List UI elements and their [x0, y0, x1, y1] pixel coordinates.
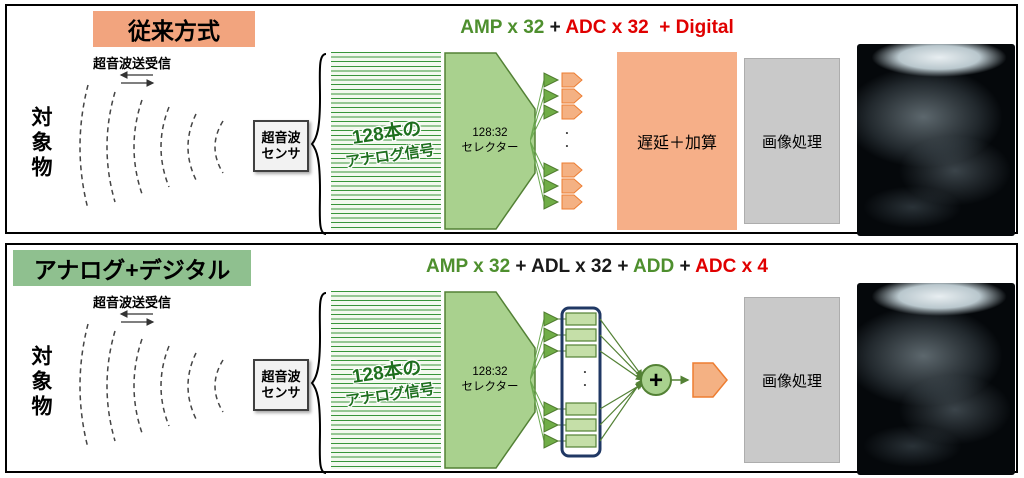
amp-array: [543, 72, 560, 210]
wave-label: 超音波送受信: [93, 56, 172, 71]
formula-segment: AMP x 32: [426, 256, 511, 277]
selector-label: 128:32 セレクター: [447, 365, 533, 395]
sensor-box: 超音波 センサ: [253, 120, 309, 172]
panel-conventional: 従来方式 AMP x 32 + ADC x 32 + Digital 対象物 超…: [5, 4, 1018, 236]
ultrasound-image: [857, 44, 1015, 236]
separator-dots: ・・: [578, 367, 589, 393]
analog-signals-box: [331, 291, 441, 469]
sensor-label-line2: センサ: [261, 146, 301, 161]
formula-segment: AMP x 32: [460, 17, 545, 38]
selector-fan-lines: [530, 318, 545, 442]
ultrasound-fan: [857, 44, 1015, 236]
selector-shape: [444, 52, 536, 230]
wave-arcs: [79, 84, 224, 210]
brace-icon: [310, 292, 327, 474]
formula-segment: ADD: [633, 256, 675, 277]
brace-icon: [310, 53, 327, 235]
selector-shape: [444, 291, 536, 469]
adl-array: [565, 312, 597, 448]
wave-label: 超音波送受信: [93, 295, 172, 310]
sensor-label-line2: センサ: [261, 385, 301, 400]
formula-segment: +: [510, 256, 532, 277]
adl-to-adder-lines: [599, 318, 644, 442]
amp-array: [543, 311, 560, 449]
panel-title-badge: 従来方式: [93, 11, 255, 47]
panel-title-badge: アナログ+デジタル: [13, 250, 251, 286]
adc-array: [561, 72, 583, 210]
formula-segment: + Digital: [648, 17, 734, 38]
target-object-label: 対象物: [29, 106, 52, 181]
adl-group-frame: [560, 306, 602, 458]
formula-segment: +: [674, 256, 696, 277]
delay-add-box: 遅延＋加算: [617, 52, 737, 230]
formula-segment: +: [612, 256, 634, 277]
transmit-receive-arrows: [119, 71, 155, 87]
amp-adc-array: ・・: [530, 72, 583, 210]
selector-label-line1: 128:32: [472, 366, 508, 378]
sensor-label-line1: 超音波: [261, 130, 301, 146]
ultrasound-fan: [857, 283, 1015, 475]
analog-signals-box: [331, 52, 441, 230]
sensor-label-line1: 超音波: [261, 369, 301, 385]
formula-segment: +: [544, 17, 566, 38]
selector-label-line2: セレクター: [461, 141, 519, 154]
transmit-receive-arrows: [119, 310, 155, 326]
formula-segment: ADC x 4: [695, 256, 768, 277]
formula-segment: ADL x 32: [531, 256, 613, 277]
selector-label-line2: セレクター: [461, 380, 519, 393]
formula-header: AMP x 32 + ADC x 32 + Digital: [307, 17, 887, 39]
amp-adl-adder-array: + ・・: [530, 306, 728, 458]
ultrasound-image: [857, 283, 1015, 475]
selector-label: 128:32 セレクター: [447, 126, 533, 156]
selector-fan-lines: [530, 79, 545, 203]
wave-arcs: [79, 323, 224, 449]
image-processing-box: 画像処理: [744, 58, 840, 224]
selector-label-line1: 128:32: [472, 127, 508, 139]
formula-segment: ADC x 32: [565, 17, 649, 38]
image-processing-box: 画像処理: [744, 297, 840, 463]
panel-analog-digital: アナログ+デジタル AMP x 32 + ADL x 32 + ADD + AD…: [5, 243, 1018, 475]
sensor-box: 超音波 センサ: [253, 359, 309, 411]
target-object-label: 対象物: [29, 345, 52, 420]
separator-dots: ・・: [560, 128, 571, 154]
adder-plus: +: [649, 367, 663, 394]
formula-header: AMP x 32 + ADL x 32 + ADD + ADC x 4: [307, 256, 887, 278]
adc-pentagon: [692, 362, 728, 398]
